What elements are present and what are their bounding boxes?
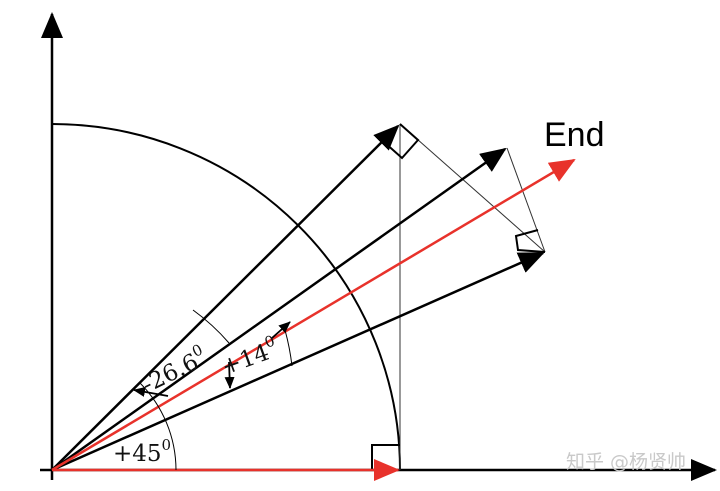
right-angle-marker-right: [514, 229, 546, 253]
angle-arc-45: [139, 382, 177, 471]
construction-line-1: [399, 123, 546, 253]
red-target-vector: [51, 158, 576, 472]
vector-45-deg: [51, 124, 400, 471]
rotation-arrow-neg26-end: [224, 361, 235, 389]
vector-after-rotation-1: [51, 147, 507, 472]
rotation-arrow-neg26-start: [133, 386, 169, 397]
watermark-text: 知乎 @杨贤帅: [566, 451, 687, 473]
vector-after-rotation-2: [51, 251, 545, 472]
right-angle-marker-bottom: [371, 444, 400, 470]
end-label: End: [544, 116, 605, 154]
angle-arc-neg26: [192, 309, 230, 344]
rotation-arrow-14-start: [271, 321, 291, 339]
construction-line-2: [506, 147, 546, 253]
angle-arc-14: [284, 329, 293, 367]
right-angle-marker-top: [383, 123, 420, 160]
angle-label-45: +450: [113, 436, 171, 467]
